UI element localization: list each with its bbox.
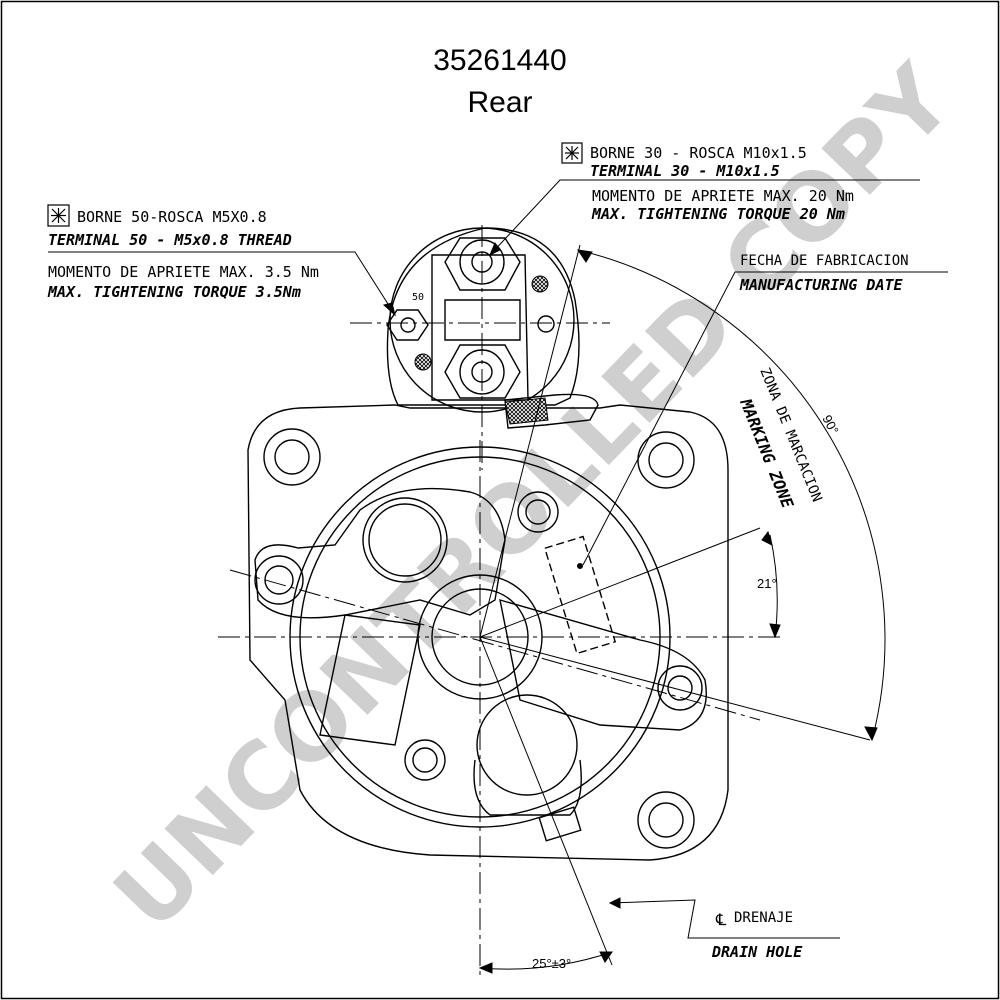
asterisk-box-icon: [47, 204, 70, 227]
terminal-50-torque-es: MOMENTO DE APRIETE MAX. 3.5 Nm: [48, 263, 319, 281]
manufacturing-date-en: MANUFACTURING DATE: [739, 276, 904, 294]
manufacturing-date-es: FECHA DE FABRICACION: [740, 253, 909, 269]
part-number-title: 35261440: [433, 44, 566, 77]
view-title: Rear: [467, 86, 532, 119]
angle-drain-label: 25°±3°: [532, 956, 571, 971]
terminal-30-torque-en: MAX. TIGHTENING TORQUE 20 Nm: [591, 205, 845, 223]
drain-label-en: DRAIN HOLE: [711, 943, 803, 961]
terminal-30-line1: BORNE 30 - ROSCA M10x1.5: [590, 144, 807, 162]
centre-lines: [218, 225, 780, 975]
dimension-lines: [478, 244, 886, 974]
terminal-50-line1: BORNE 50-ROSCA M5X0.8: [77, 208, 267, 226]
terminal-50-callout: BORNE 50-ROSCA M5X0.8 TERMINAL 50 - M5x0…: [47, 204, 424, 303]
terminal-50-line2: TERMINAL 50 - M5x0.8 THREAD: [48, 231, 292, 249]
terminal-30-callout: BORNE 30 - ROSCA M10x1.5 TERMINAL 30 - M…: [561, 142, 854, 223]
angle-inner-label: 21°: [757, 576, 777, 591]
leader-lines: [48, 179, 948, 939]
angle-outer-label: 90°: [819, 412, 841, 436]
terminal-50-small-label: 50: [412, 292, 424, 303]
terminal-50-torque-en: MAX. TIGHTENING TORQUE 3.5Nm: [47, 283, 301, 301]
drain-centerline-symbol: ℄: [715, 912, 727, 929]
knurled-details: [414, 275, 549, 425]
asterisk-box-icon: [561, 142, 583, 164]
terminal-30-torque-es: MOMENTO DE APRIETE MAX. 20 Nm: [592, 187, 854, 205]
terminal-30-line2: TERMINAL 30 - M10x1.5: [590, 162, 780, 180]
drain-label-es: DRENAJE: [734, 910, 793, 926]
